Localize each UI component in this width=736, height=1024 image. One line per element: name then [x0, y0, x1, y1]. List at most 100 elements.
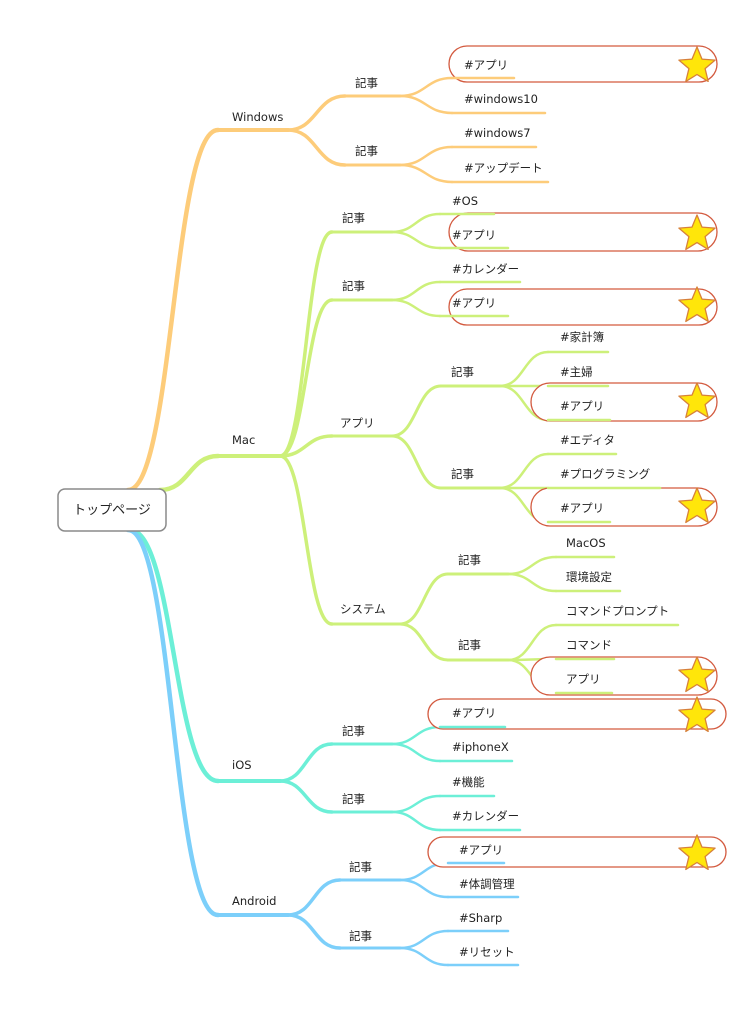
- edge-mac-a1-t2: [390, 230, 442, 250]
- edge-mac-system-article-1: [398, 572, 450, 626]
- mac-system-article-2-tag-1[interactable]: コマンドプロンプト: [566, 604, 669, 618]
- windows-article-1-tag-1[interactable]: #アプリ: [464, 58, 508, 72]
- mac-system-article-1-tag-2[interactable]: 環境設定: [566, 570, 612, 584]
- edge-mac-app-a2-t1: [498, 452, 550, 490]
- star-icon: [678, 46, 716, 83]
- highlight-box-android-app: [427, 836, 727, 868]
- mac-article-1-label[interactable]: 記事: [342, 211, 365, 225]
- root-node-box: [57, 488, 167, 532]
- mac-app-article-2-tag-2[interactable]: #プログラミング: [560, 467, 651, 481]
- mac-system-article-1-tag-1[interactable]: MacOS: [566, 536, 606, 550]
- edge-mac-article-1: [278, 230, 334, 458]
- android-article-2-tag-2[interactable]: #リセット: [459, 945, 515, 959]
- mac-system-article-2-tag-3[interactable]: アプリ: [566, 672, 601, 686]
- edge-mac-a2-t1: [390, 280, 442, 302]
- windows-article-2-tag-1[interactable]: #windows7: [464, 126, 531, 140]
- star-icon: [678, 214, 716, 251]
- edge-ios-a1-t1: [390, 725, 442, 746]
- edge-mac-system: [278, 454, 334, 626]
- edge-ios-article-1: [278, 742, 334, 783]
- highlight-boxes: [427, 45, 727, 868]
- star-icon: [678, 834, 716, 871]
- star-icon: [678, 286, 716, 323]
- mac-app-article-1-label[interactable]: 記事: [451, 365, 474, 379]
- branch-ios-label[interactable]: iOS: [232, 758, 252, 772]
- ios-article-1-label[interactable]: 記事: [342, 724, 365, 738]
- edge-ios-a2-t2: [390, 810, 442, 832]
- edge-mac-a2-t2: [390, 298, 442, 318]
- mac-app-article-2-tag-3[interactable]: #アプリ: [560, 501, 604, 515]
- android-article-2-label[interactable]: 記事: [349, 929, 372, 943]
- mac-system-article-1-label[interactable]: 記事: [458, 553, 481, 567]
- edge-windows-a2-t2: [398, 163, 454, 184]
- edge-windows-a1-t1: [398, 76, 454, 98]
- ios-article-2-tag-2[interactable]: #カレンダー: [452, 809, 519, 823]
- star-icon: [678, 656, 716, 693]
- branch-windows-label[interactable]: Windows: [232, 110, 283, 124]
- mac-app-article-1-tag-1[interactable]: #家計簿: [560, 330, 604, 344]
- root-node[interactable]: トップページ: [57, 488, 167, 532]
- edge-mac-article-2: [278, 298, 334, 458]
- mac-app-article-1-tag-2[interactable]: #主婦: [560, 365, 593, 379]
- edge-android-a2-t2: [398, 946, 450, 967]
- edge-windows-a2-t1: [398, 145, 454, 167]
- edge-mac-app: [278, 434, 334, 458]
- windows-article-1-label[interactable]: 記事: [355, 76, 378, 90]
- label-underlines: [216, 76, 680, 967]
- mac-system-article-2-label[interactable]: 記事: [458, 638, 481, 652]
- highlight-box-windows-app: [448, 45, 718, 83]
- mac-article-1-tag-1[interactable]: #OS: [452, 194, 478, 208]
- edge-mac-app-a1-t1: [498, 350, 550, 388]
- edge-windows-article-2: [286, 128, 347, 167]
- edge-root-windows: [125, 127, 221, 493]
- mac-app-article-2-tag-1[interactable]: #エディタ: [560, 433, 615, 447]
- mac-article-1-tag-2[interactable]: #アプリ: [452, 228, 496, 242]
- ios-article-2-tag-1[interactable]: #機能: [452, 775, 485, 789]
- mac-app-label[interactable]: アプリ: [340, 416, 375, 430]
- highlight-box-mac-article-1-app: [448, 212, 718, 252]
- mac-article-2-tag-1[interactable]: #カレンダー: [452, 262, 519, 276]
- mac-article-2-label[interactable]: 記事: [342, 279, 365, 293]
- edge-mac-system-a2-t1: [506, 623, 558, 662]
- ios-article-1-tag-1[interactable]: #アプリ: [452, 706, 496, 720]
- edge-root-ios: [127, 527, 221, 784]
- mac-system-label[interactable]: システム: [340, 602, 386, 616]
- edge-ios-article-2: [278, 779, 334, 814]
- edge-android-article-1: [286, 878, 342, 917]
- branch-mac-label[interactable]: Mac: [232, 433, 255, 447]
- mac-app-article-1-tag-3[interactable]: #アプリ: [560, 399, 604, 413]
- mac-article-2-tag-2[interactable]: #アプリ: [452, 296, 496, 310]
- edge-mac-system-a1-t2: [506, 572, 558, 593]
- mac-app-article-2-label[interactable]: 記事: [451, 467, 474, 481]
- android-article-1-tag-1[interactable]: #アプリ: [459, 843, 503, 857]
- edge-root-android: [125, 527, 221, 918]
- edge-mac-system-article-2: [398, 622, 450, 662]
- edge-root-mac: [157, 453, 221, 493]
- ios-article-1-tag-2[interactable]: #iphoneX: [452, 740, 509, 754]
- root-node-label: トップページ: [73, 503, 151, 518]
- branch-android-label[interactable]: Android: [232, 894, 276, 908]
- android-article-2-tag-1[interactable]: #Sharp: [459, 911, 502, 925]
- android-article-1-tag-2[interactable]: #体調管理: [459, 877, 515, 891]
- highlight-box-mac-app-article-1-app: [530, 382, 718, 422]
- android-article-1-label[interactable]: 記事: [349, 860, 372, 874]
- edge-windows-a1-t2: [398, 94, 454, 115]
- highlight-box-ios-app: [427, 698, 727, 730]
- windows-article-2-tag-2[interactable]: #アップデート: [464, 161, 543, 175]
- star-icon: [678, 696, 716, 733]
- edge-mac-a1-t1: [390, 212, 442, 234]
- star-icons: [678, 46, 716, 871]
- edge-mac-app-article-2: [390, 434, 443, 490]
- highlight-box-mac-article-2-app: [448, 288, 718, 326]
- edge-android-article-2: [286, 913, 342, 950]
- edge-mac-app-article-1: [390, 384, 443, 438]
- edge-mac-system-a1-t1: [506, 555, 558, 576]
- mac-system-article-2-tag-2[interactable]: コマンド: [566, 638, 612, 652]
- windows-article-2-label[interactable]: 記事: [355, 144, 378, 158]
- ios-article-2-label[interactable]: 記事: [342, 792, 365, 806]
- windows-article-1-tag-2[interactable]: #windows10: [464, 92, 538, 106]
- edge-android-a1-t2: [398, 878, 450, 899]
- edge-windows-article-1: [286, 94, 347, 132]
- star-icon: [678, 382, 716, 419]
